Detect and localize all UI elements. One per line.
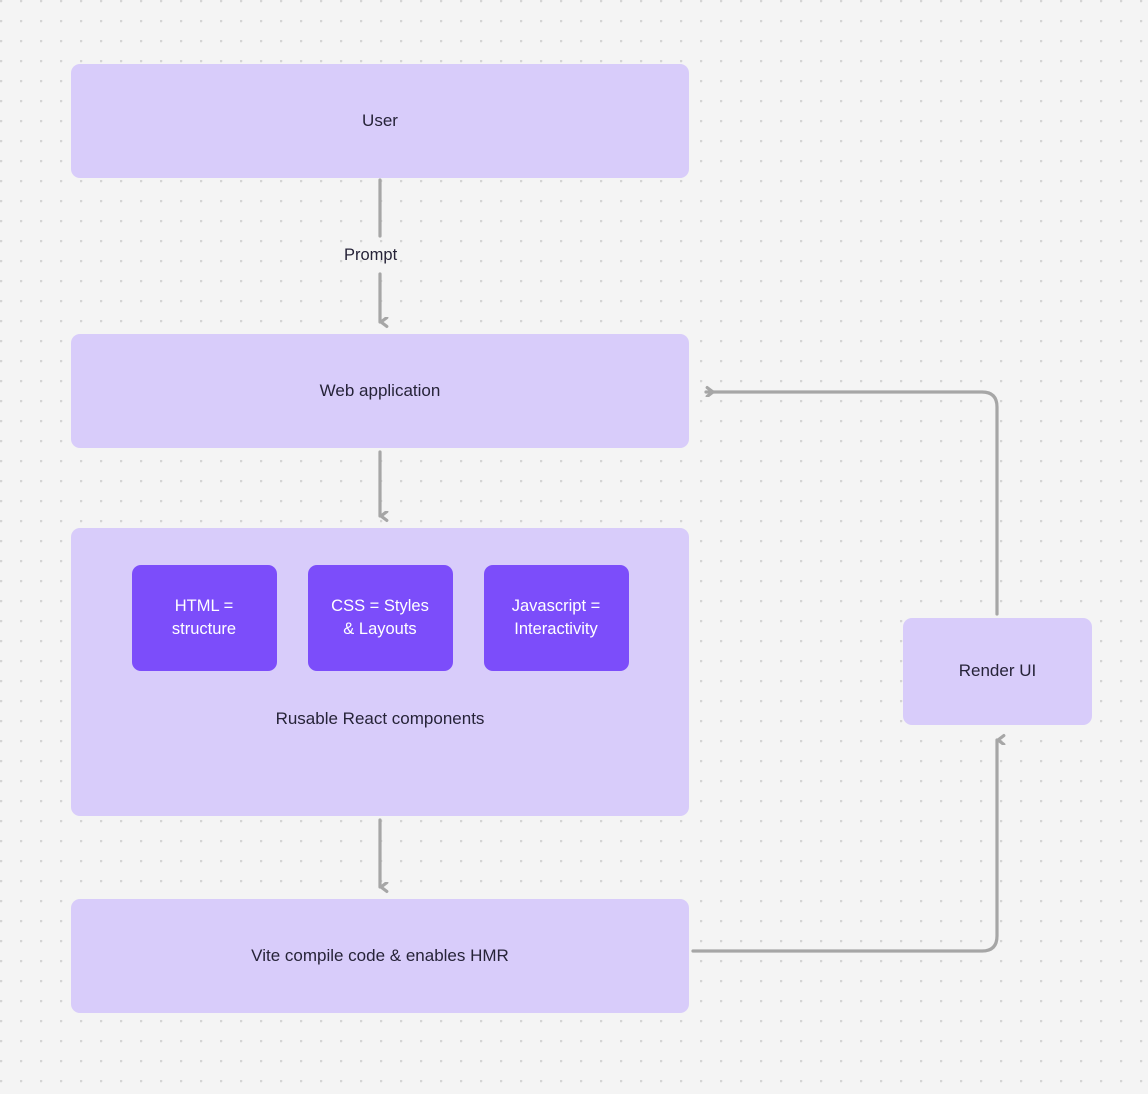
edge-render-to-webapp <box>704 392 999 616</box>
chip-javascript-text: Javascript = Interactivity <box>512 595 601 641</box>
chip-html[interactable]: HTML = structure <box>131 565 277 671</box>
chip-javascript-line1: Javascript = <box>511 597 601 616</box>
chip-row: HTML = structure CSS = Styles & Layouts … <box>71 565 689 671</box>
node-user-label: User <box>362 110 398 130</box>
node-react-components-label: Rusable React components <box>275 709 485 728</box>
chip-css-line1: CSS = Styles <box>331 597 429 616</box>
chip-javascript-line2: Interactivity <box>514 620 598 638</box>
chip-css-text: CSS = Styles & Layouts <box>331 595 429 641</box>
node-render-ui[interactable]: Render UI <box>903 618 1092 725</box>
chip-css[interactable]: CSS = Styles & Layouts <box>307 565 453 671</box>
chip-javascript[interactable]: Javascript = Interactivity <box>483 565 629 671</box>
node-user[interactable]: User <box>71 64 689 178</box>
edge-vite-to-render <box>691 740 997 953</box>
edge-label-prompt: Prompt <box>344 246 398 264</box>
chip-html-line2: structure <box>171 620 237 638</box>
node-web-application-label: Web application <box>319 380 441 400</box>
node-react-components-group[interactable]: HTML = structure CSS = Styles & Layouts … <box>71 528 689 816</box>
node-vite[interactable]: Vite compile code & enables HMR <box>71 899 689 1013</box>
chip-html-text: HTML = structure <box>172 595 236 641</box>
node-render-ui-label: Render UI <box>958 661 1037 681</box>
node-web-application[interactable]: Web application <box>71 334 689 448</box>
chip-css-line2: & Layouts <box>343 620 417 638</box>
node-vite-label: Vite compile code & enables HMR <box>251 945 509 965</box>
chip-html-line1: HTML = <box>174 597 234 616</box>
